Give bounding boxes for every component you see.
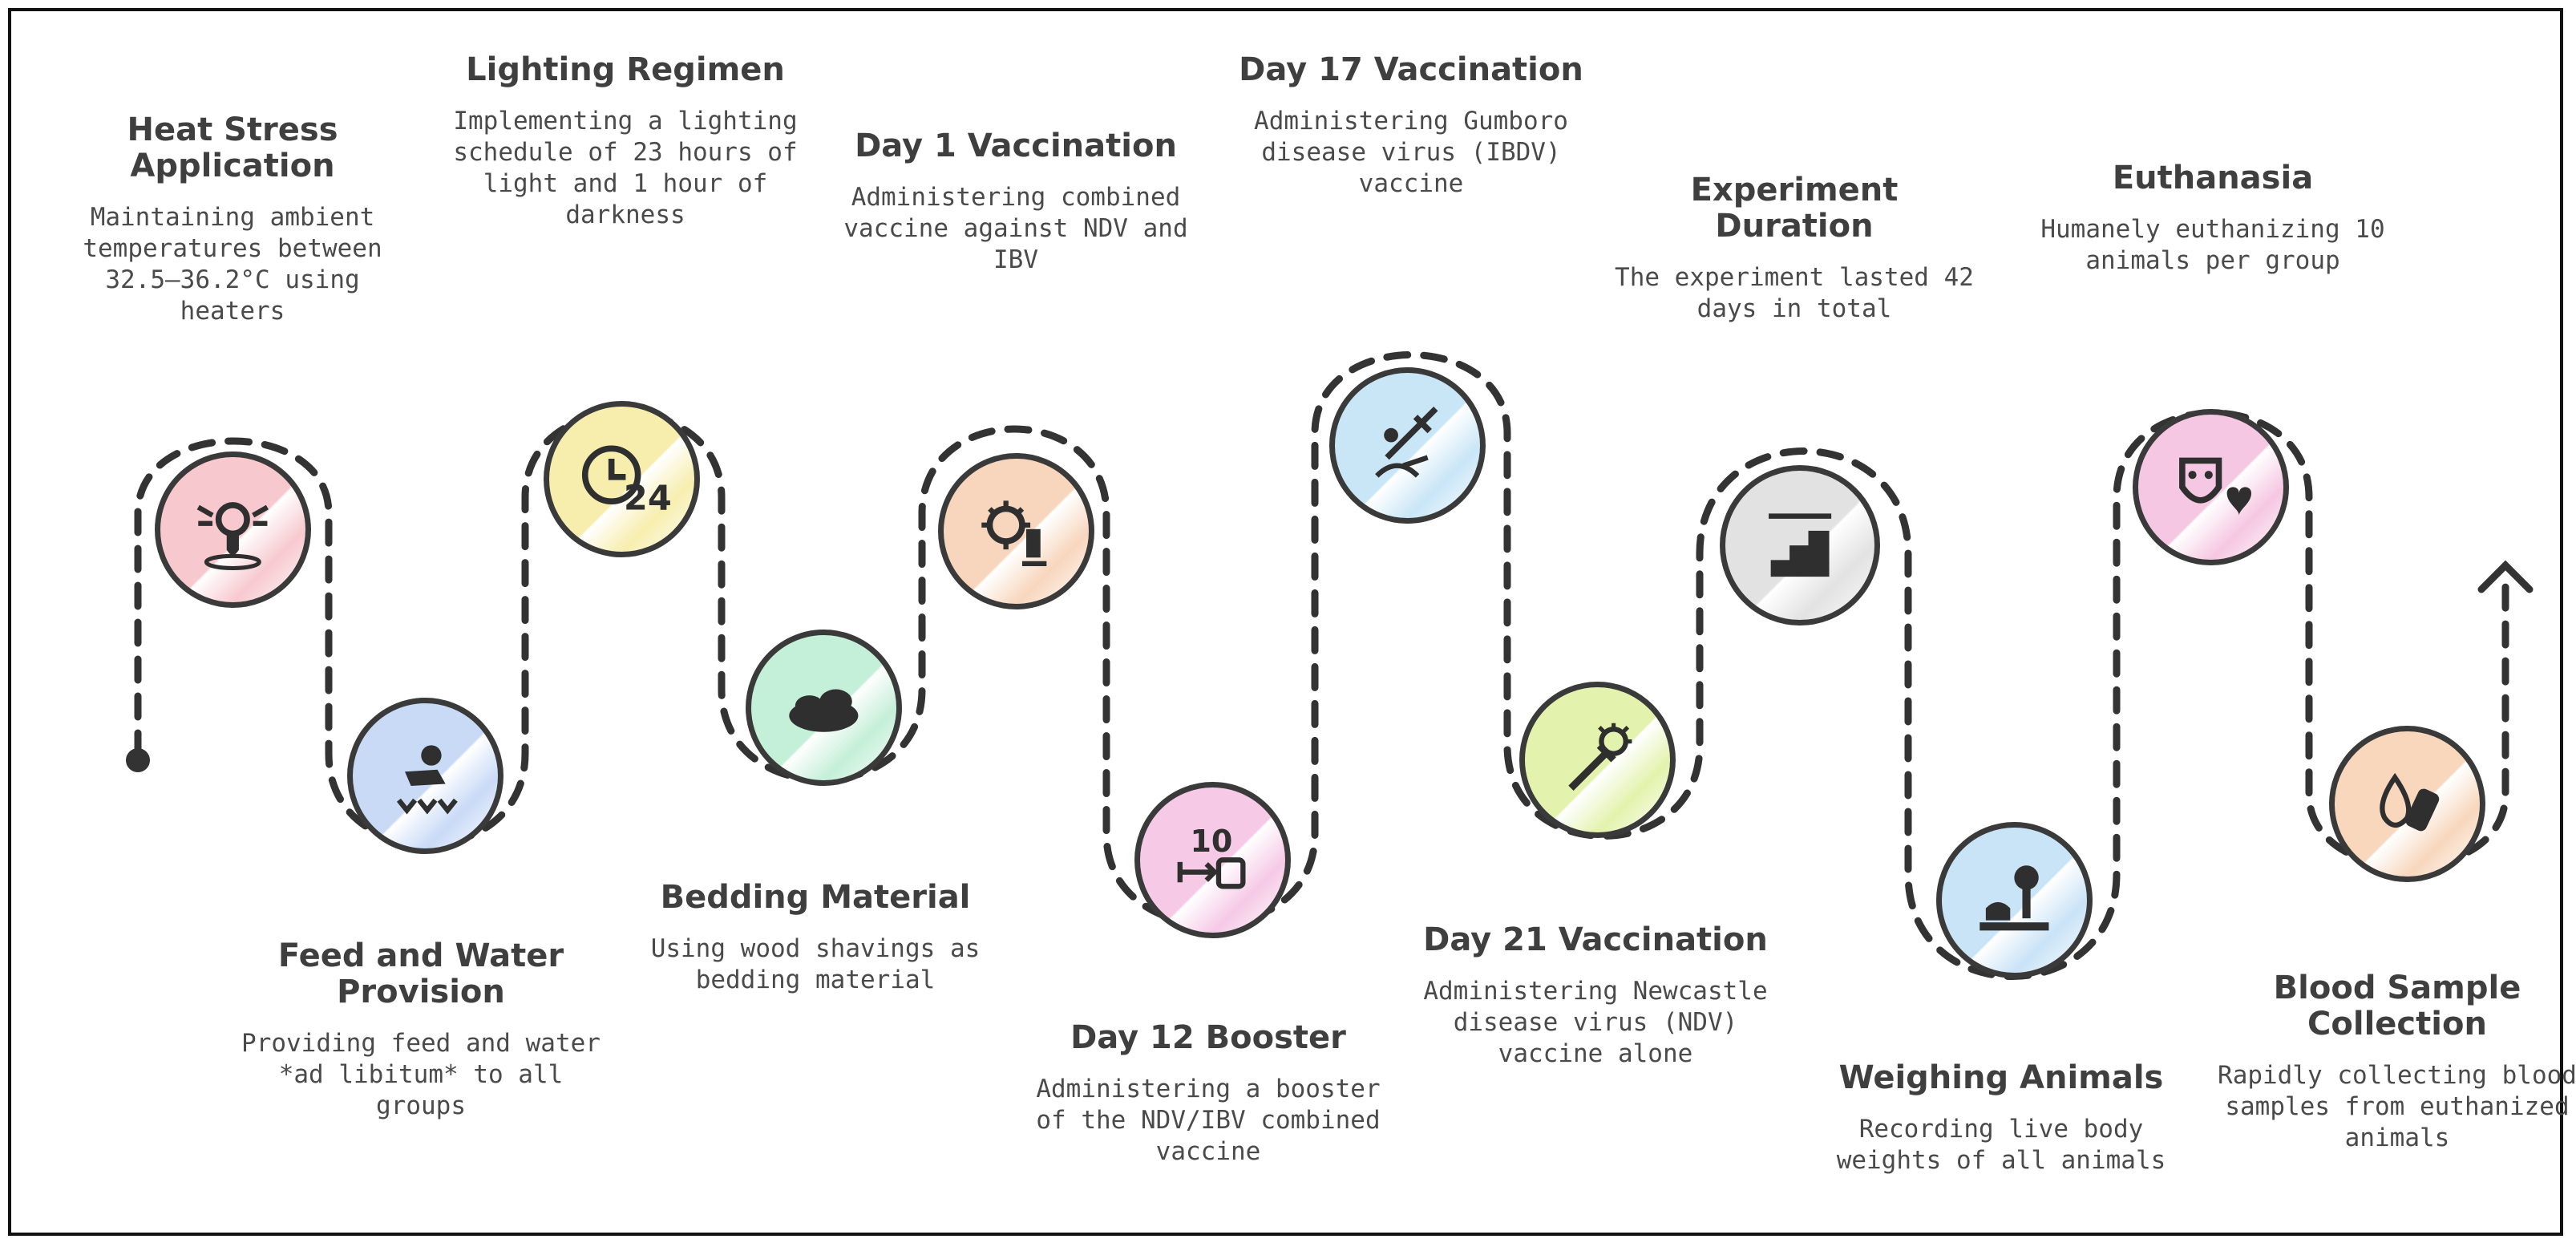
- step-description: Providing feed and water *ad libitum* to…: [241, 1029, 601, 1120]
- step-node-day21-vaccination: [1519, 682, 1676, 838]
- step-title: Experiment Duration: [1690, 172, 1899, 245]
- step-title: Feed and Water Provision: [277, 937, 564, 1010]
- step-blood-sample-text: Blood Sample Collection Rapidly collecti…: [2213, 970, 2576, 1154]
- step-node-blood-sample: [2329, 726, 2485, 882]
- step-day17-text: Day 17 Vaccination Administering Gumboro…: [1227, 52, 1595, 200]
- step-node-bedding: [746, 630, 902, 786]
- syringe-hands-icon: [1375, 407, 1438, 478]
- feeding-chick-icon: [397, 745, 458, 815]
- step-description: The experiment lasted 42 days in total: [1615, 263, 1974, 323]
- scale-icon: [1980, 865, 2049, 931]
- step-node-lighting: 24: [544, 401, 700, 557]
- svg-text:24: 24: [624, 479, 672, 519]
- step-description: Administering Newcastle disease virus (N…: [1423, 977, 1768, 1068]
- step-node-euthanasia: [2133, 409, 2289, 565]
- step-title: Day 1 Vaccination: [855, 128, 1177, 164]
- step-feed-water-text: Feed and Water Provision Providing feed …: [237, 938, 605, 1122]
- step-description: Administering combined vaccine against N…: [843, 183, 1188, 274]
- step-duration-text: Experiment Duration The experiment laste…: [1610, 172, 1979, 325]
- mask-heart-icon: [2179, 457, 2252, 516]
- step-node-heat-stress: [155, 451, 311, 608]
- timeline-start-dot: [126, 748, 150, 772]
- svg-text:10: 10: [1191, 824, 1233, 859]
- step-node-experiment-duration: [1720, 465, 1880, 626]
- vaccine-virus-icon: [1568, 723, 1632, 792]
- step-title: Day 21 Vaccination: [1423, 921, 1768, 958]
- step-heat-stress-text: Heat Stress Application Maintaining ambi…: [48, 112, 417, 327]
- step-description: Using wood shavings as bedding material: [650, 934, 981, 994]
- step-title: Euthanasia: [2112, 160, 2314, 196]
- step-node-day1-vaccination: [938, 453, 1094, 609]
- step-description: Implementing a lighting schedule of 23 h…: [453, 107, 798, 229]
- step-title: Heat Stress Application: [127, 111, 338, 184]
- step-bedding-text: Bedding Material Using wood shavings as …: [631, 880, 1000, 996]
- step-title: Day 12 Booster: [1070, 1019, 1346, 1056]
- step-description: Administering Gumboro disease virus (IBD…: [1254, 107, 1568, 198]
- virus-syringe-icon: [981, 500, 1047, 567]
- step-title: Lighting Regimen: [466, 51, 785, 88]
- thermometer-sun-icon: [196, 502, 269, 571]
- step-title: Blood Sample Collection: [2273, 970, 2521, 1043]
- step-node-feed-water: [347, 698, 503, 854]
- booster-counter-icon: 10: [1177, 824, 1246, 889]
- step-description: Recording live body weights of all anima…: [1836, 1115, 2166, 1175]
- timeline-end-arrow: [2477, 560, 2534, 593]
- step-node-day17-vaccination: [1329, 367, 1486, 524]
- step-description: Rapidly collecting blood samples from eu…: [2218, 1061, 2576, 1152]
- step-day1-text: Day 1 Vaccination Administering combined…: [831, 128, 1200, 276]
- step-description: Administering a booster of the NDV/IBV c…: [1036, 1075, 1381, 1166]
- stairs-progress-icon: [1768, 513, 1832, 577]
- bedding-icon: [789, 689, 859, 732]
- step-euthanasia-text: Euthanasia Humanely euthanizing 10 anima…: [2028, 160, 2397, 277]
- step-title: Weighing Animals: [1838, 1059, 2164, 1096]
- step-node-day12-booster: 10: [1134, 782, 1291, 938]
- blood-sample-icon: [2380, 772, 2440, 832]
- step-description: Humanely euthanizing 10 animals per grou…: [2040, 215, 2385, 275]
- step-day12-text: Day 12 Booster Administering a booster o…: [1024, 1020, 1393, 1168]
- step-node-weighing: [1936, 822, 2093, 978]
- step-day21-text: Day 21 Vaccination Administering Newcast…: [1411, 922, 1780, 1070]
- step-title: Bedding Material: [660, 879, 971, 916]
- step-lighting-text: Lighting Regimen Implementing a lighting…: [441, 52, 810, 231]
- step-title: Day 17 Vaccination: [1239, 51, 1583, 88]
- timeline-wavy-path: [134, 351, 2509, 980]
- step-description: Maintaining ambient temperatures between…: [83, 203, 382, 326]
- clock-24-icon: 24: [582, 445, 672, 519]
- diagram-frame: [8, 8, 2563, 1236]
- step-weighing-text: Weighing Animals Recording live body wei…: [1817, 1060, 2186, 1176]
